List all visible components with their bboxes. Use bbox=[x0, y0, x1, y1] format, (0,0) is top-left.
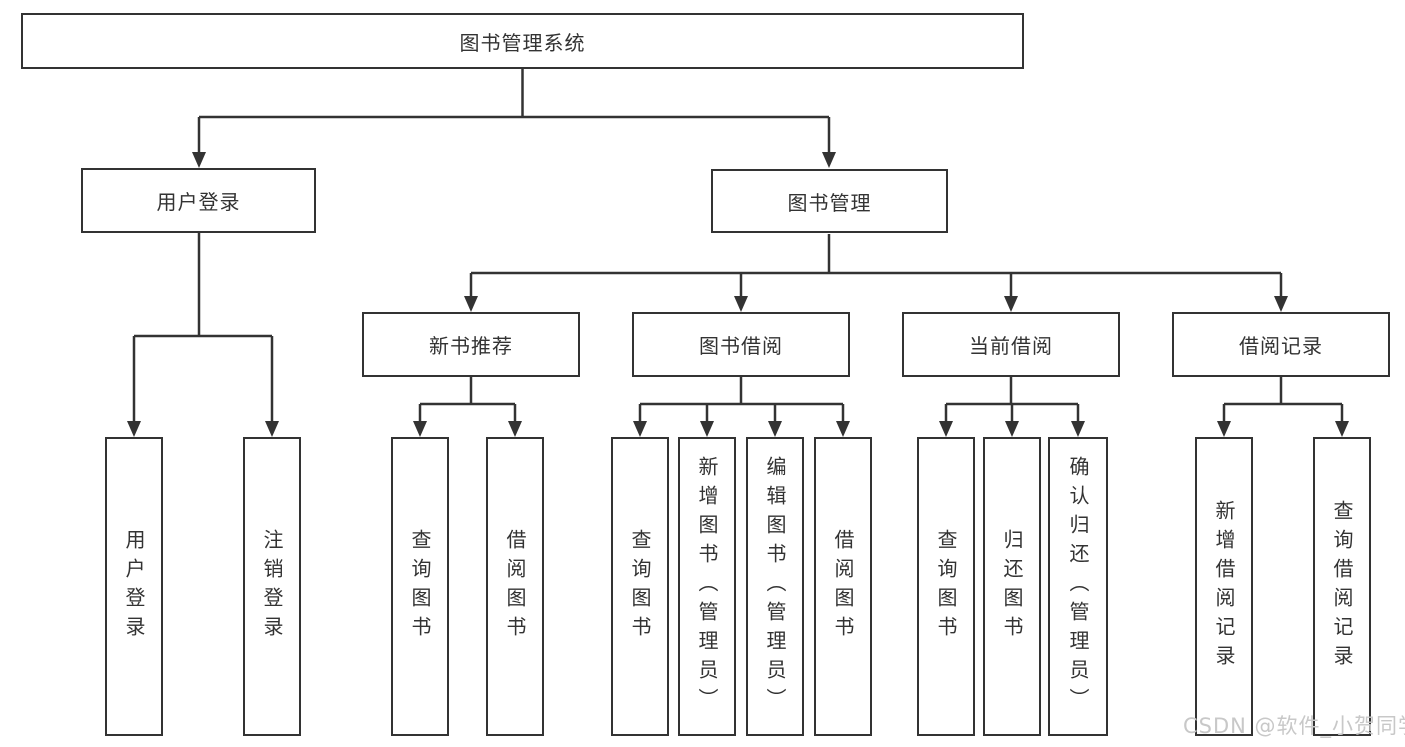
leaf-cb-return-books: 归还图书 bbox=[983, 437, 1041, 736]
leaf-cb-confirm-return-admin: 确认归还（管理员） bbox=[1048, 437, 1108, 736]
node-current-borrowing-label: 当前借阅 bbox=[969, 334, 1053, 358]
leaf-bb-borrow-books: 借阅图书 bbox=[814, 437, 872, 736]
leaf-bb-add-books-admin-label: 新增图书（管理员） bbox=[695, 456, 719, 717]
node-book-management: 图书管理 bbox=[711, 169, 948, 233]
leaf-bb-edit-books-admin: 编辑图书（管理员） bbox=[746, 437, 804, 736]
arrowhead-icons bbox=[127, 152, 1349, 437]
leaf-bb-query-books: 查询图书 bbox=[611, 437, 669, 736]
leaf-cb-query-books-label: 查询图书 bbox=[934, 528, 958, 645]
leaf-user-login: 用户登录 bbox=[105, 437, 163, 736]
node-user-login-label: 用户登录 bbox=[156, 190, 241, 214]
leaf-cb-confirm-return-admin-label: 确认归还（管理员） bbox=[1066, 456, 1090, 717]
node-new-book-recommend: 新书推荐 bbox=[362, 312, 580, 377]
node-borrow-records-label: 借阅记录 bbox=[1239, 334, 1323, 358]
watermark: CSDN @软件_小贺同学 bbox=[1183, 714, 1405, 738]
node-borrow-records: 借阅记录 bbox=[1172, 312, 1390, 377]
node-book-borrowing: 图书借阅 bbox=[632, 312, 850, 377]
leaf-nb-borrow-books-label: 借阅图书 bbox=[503, 528, 527, 645]
node-user-login: 用户登录 bbox=[81, 168, 316, 233]
leaf-bb-add-books-admin: 新增图书（管理员） bbox=[678, 437, 736, 736]
leaf-br-query-borrow-record: 查询借阅记录 bbox=[1313, 437, 1371, 736]
leaf-cb-query-books: 查询图书 bbox=[917, 437, 975, 736]
node-root-label: 图书管理系统 bbox=[459, 30, 586, 55]
leaf-nb-query-books: 查询图书 bbox=[391, 437, 449, 736]
leaf-logout-login-label: 注销登录 bbox=[260, 528, 284, 645]
node-book-borrowing-label: 图书借阅 bbox=[699, 334, 783, 358]
leaf-nb-borrow-books: 借阅图书 bbox=[486, 437, 544, 736]
leaf-cb-return-books-label: 归还图书 bbox=[1000, 528, 1024, 645]
leaf-br-add-borrow-record-label: 新增借阅记录 bbox=[1212, 499, 1236, 674]
leaf-logout-login: 注销登录 bbox=[243, 437, 301, 736]
leaf-br-add-borrow-record: 新增借阅记录 bbox=[1195, 437, 1253, 736]
leaf-bb-edit-books-admin-label: 编辑图书（管理员） bbox=[763, 456, 787, 717]
leaf-bb-query-books-label: 查询图书 bbox=[628, 528, 652, 645]
leaf-bb-borrow-books-label: 借阅图书 bbox=[831, 528, 855, 645]
node-current-borrowing: 当前借阅 bbox=[902, 312, 1120, 377]
node-new-book-recommend-label: 新书推荐 bbox=[429, 334, 513, 358]
leaf-br-query-borrow-record-label: 查询借阅记录 bbox=[1330, 499, 1354, 674]
node-book-management-label: 图书管理 bbox=[787, 190, 872, 215]
leaf-nb-query-books-label: 查询图书 bbox=[408, 528, 432, 645]
node-root: 图书管理系统 bbox=[21, 13, 1024, 69]
leaf-user-login-label: 用户登录 bbox=[122, 528, 146, 645]
